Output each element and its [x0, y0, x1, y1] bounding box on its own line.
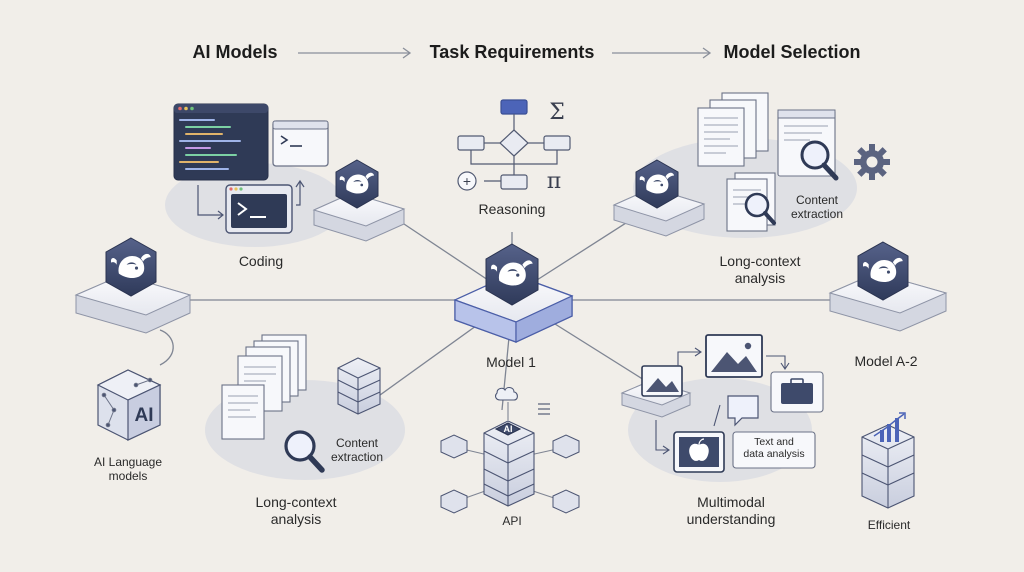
- magnifier-icon: [284, 430, 325, 473]
- document-stack-icon: [221, 334, 307, 440]
- terminal-icon: [272, 120, 329, 167]
- ai-cube-icon: [96, 369, 162, 441]
- model-a2-label: Model A-2: [854, 353, 918, 369]
- text-data-analysis-label: Text and data analysis: [743, 436, 805, 461]
- pi-symbol: π: [547, 169, 561, 194]
- header-arrows: [298, 47, 712, 59]
- cloud-icon: [495, 387, 518, 401]
- list-icon: [538, 403, 550, 415]
- document-stack-icon: [697, 92, 769, 167]
- ai-cube-label: AI: [135, 405, 154, 426]
- left-model-tile[interactable]: [74, 237, 192, 334]
- content-extraction-bottom-label: Content extraction: [330, 436, 384, 465]
- flowchart-icon: [457, 99, 571, 190]
- server-rack-icon: [483, 420, 535, 507]
- tablet-apple-icon: [673, 431, 725, 473]
- database-stack-icon: [337, 357, 381, 415]
- reasoning-label: Reasoning: [478, 201, 546, 217]
- text-analysis-card: [732, 431, 816, 469]
- content-extraction-top-label: Content extraction: [790, 193, 844, 222]
- multimodal-flow-arrows: [655, 347, 790, 455]
- center-model-label: Model 1: [486, 354, 536, 370]
- header-step-task-requirements: Task Requirements: [429, 42, 595, 62]
- plus-symbol: +: [463, 173, 471, 189]
- multimodal-label: Multimodal understanding: [686, 494, 776, 527]
- api-label: API: [502, 514, 522, 528]
- efficient-label: Efficient: [867, 518, 911, 532]
- coding-model-tile[interactable]: [312, 159, 406, 242]
- magnifier-icon: [800, 140, 839, 181]
- terminal-icon: [225, 184, 293, 234]
- plus-circle-icon: [457, 171, 477, 191]
- server-rack-icon: [861, 424, 915, 509]
- gear-icon: [854, 144, 890, 180]
- longcontext-model-tile[interactable]: [612, 159, 706, 237]
- api-chip-label: AI: [504, 424, 513, 434]
- api-node-cubes: [440, 434, 580, 514]
- sigma-symbol: Σ: [549, 100, 565, 125]
- coding-label: Coding: [238, 253, 284, 269]
- header-step-model-selection: Model Selection: [723, 42, 861, 62]
- model-a2-tile[interactable]: [828, 241, 948, 332]
- code-editor-icon: [173, 103, 269, 181]
- header-step-ai-models: AI Models: [192, 42, 278, 62]
- image-icon: [705, 334, 763, 378]
- magnifier-icon: [744, 192, 776, 225]
- coding-flow-arrows: [197, 179, 305, 220]
- image-icon: [641, 365, 683, 397]
- link-ai-language-models: [159, 329, 174, 366]
- long-context-bottom-label: Long-context analysis: [255, 494, 337, 527]
- long-context-top-label: Long-context analysis: [719, 253, 801, 286]
- ai-language-models-label: AI Language models: [93, 455, 163, 484]
- chat-bubble-icon: [727, 395, 759, 427]
- center-model-tile[interactable]: [453, 243, 574, 343]
- briefcase-icon: [770, 371, 824, 413]
- bar-chart-icon: [873, 412, 906, 442]
